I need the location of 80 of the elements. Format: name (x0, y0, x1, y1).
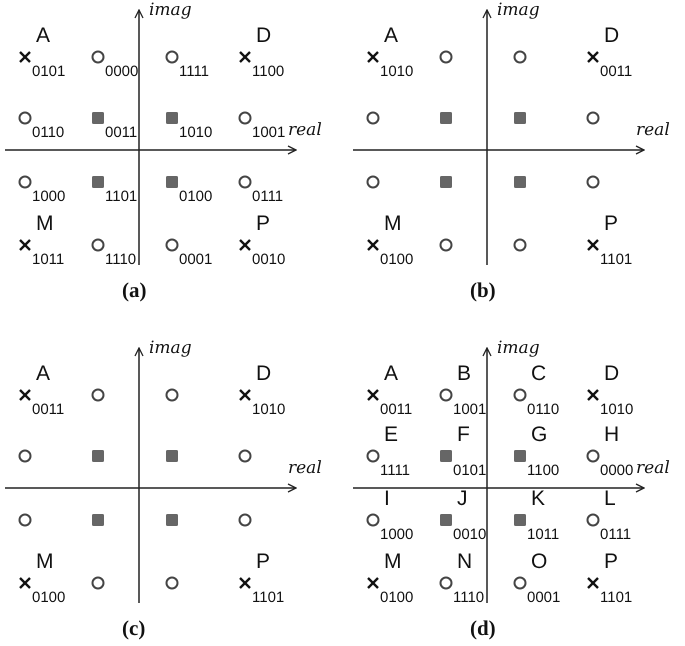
bit-label: 0000 (600, 463, 634, 478)
bit-label: 0110 (32, 125, 64, 140)
bit-label: 1001 (453, 402, 486, 417)
point-letter: A (384, 363, 398, 384)
point-letter: N (457, 551, 472, 572)
point-letter: D (256, 25, 272, 46)
axis-label: imag (149, 2, 192, 19)
axis-label: imag (497, 2, 540, 19)
point-letter: A (36, 363, 50, 384)
bit-label: 1010 (600, 402, 634, 417)
point-letter: A (36, 25, 50, 46)
bit-label: 1001 (252, 125, 286, 140)
bit-label: 0111 (252, 189, 284, 204)
axis-label: real (288, 122, 322, 139)
axis-label: real (636, 460, 670, 477)
point-letter: M (36, 551, 54, 572)
bit-label: 1011 (32, 252, 64, 267)
bit-label: 1011 (527, 527, 560, 542)
bit-label: 0011 (32, 402, 64, 417)
point-letter: P (604, 213, 618, 234)
point-letter: L (604, 488, 616, 509)
point-letter: P (604, 551, 618, 572)
bit-label: 1101 (600, 590, 632, 605)
panel-caption: (d) (470, 618, 496, 639)
bit-label: 0111 (600, 527, 632, 542)
point-letter: J (457, 488, 468, 509)
point-letter: D (604, 25, 620, 46)
bit-label: 0101 (32, 64, 66, 79)
point-letter: P (256, 213, 270, 234)
bit-label: 0011 (380, 402, 412, 417)
bit-label: 0100 (32, 590, 66, 605)
point-letter: D (604, 363, 620, 384)
bit-label: 0001 (527, 590, 560, 605)
panel-caption: (c) (122, 618, 146, 639)
point-letter: I (384, 488, 390, 509)
panel-caption: (b) (470, 280, 496, 301)
point-letter: C (531, 363, 546, 384)
point-letter: H (604, 424, 620, 445)
bit-label: 0101 (453, 463, 486, 478)
bit-label: 1000 (380, 527, 414, 542)
bit-label: 1111 (380, 463, 410, 478)
point-letter: A (384, 25, 398, 46)
point-letter: O (531, 551, 548, 572)
bit-label: 0010 (252, 252, 286, 267)
bit-label: 0100 (380, 590, 414, 605)
bit-label: 1010 (252, 402, 286, 417)
bit-label: 1101 (105, 189, 138, 204)
point-letter: M (36, 213, 54, 234)
point-letter: K (531, 488, 546, 509)
bit-label: 1100 (527, 463, 560, 478)
point-letter: M (384, 551, 402, 572)
bit-label: 0011 (105, 125, 138, 140)
axis-label: real (288, 460, 322, 477)
point-letter: D (256, 363, 272, 384)
bit-label: 0100 (179, 189, 212, 204)
bit-label: 0001 (179, 252, 212, 267)
axis-label: real (636, 122, 670, 139)
bit-label: 1101 (252, 590, 284, 605)
point-letter: M (384, 213, 402, 234)
panel-caption: (a) (122, 280, 146, 301)
bit-label: 1110 (453, 590, 484, 605)
bit-label: 1010 (380, 64, 414, 79)
bit-label: 0011 (600, 64, 632, 79)
bit-label: 0010 (453, 527, 486, 542)
bit-label: 1000 (32, 189, 66, 204)
bit-label: 1101 (600, 252, 632, 267)
bit-label: 0000 (105, 64, 138, 79)
point-letter: F (457, 424, 470, 445)
bit-label: 1111 (179, 64, 210, 79)
point-letter: B (457, 363, 472, 384)
axis-label: imag (497, 340, 540, 357)
bit-label: 1110 (105, 252, 136, 267)
point-letter: G (531, 424, 548, 445)
axis-label: imag (149, 340, 192, 357)
point-letter: E (384, 424, 398, 445)
bit-label: 0110 (527, 402, 560, 417)
point-letter: P (256, 551, 270, 572)
bit-label: 1100 (252, 64, 284, 79)
bit-label: 1010 (179, 125, 212, 140)
bit-label: 0100 (380, 252, 414, 267)
